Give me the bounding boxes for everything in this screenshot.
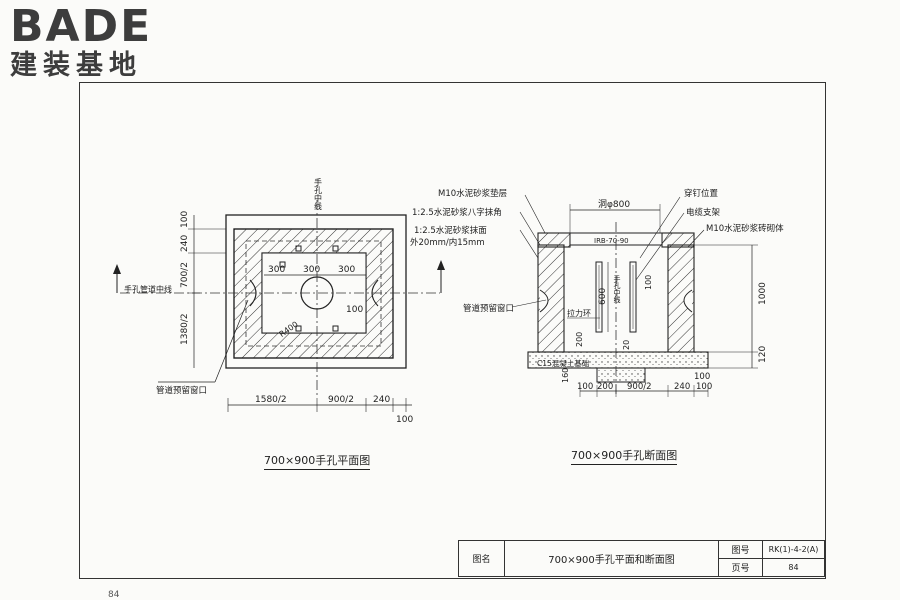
section-dim-160: 160 bbox=[561, 368, 570, 383]
section-caption: 700×900手孔断面图 bbox=[571, 447, 678, 465]
section-pull-ring-label: 拉力环 bbox=[567, 308, 591, 318]
section-dim-120: 120 bbox=[758, 346, 768, 363]
section-dim-20: 20 bbox=[622, 340, 631, 350]
logo-main-text: BADE bbox=[10, 1, 153, 52]
title-block: 图名 700×900手孔平面和断面图 图号 RK(1)-4-2(A) 页号 84 bbox=[458, 540, 825, 577]
plan-dim-bottom-240: 240 bbox=[373, 395, 390, 405]
plan-dim-left-1380: 1380/2 bbox=[180, 313, 190, 345]
plan-dim-bottom-900: 900/2 bbox=[328, 395, 354, 405]
plan-view: 手孔中线 手孔管道中线 R400 300 300 300 100 100 240… bbox=[113, 177, 445, 425]
plan-caption: 700×900手孔平面图 bbox=[264, 452, 371, 470]
section-plaster-thk-label: 外20mm/内15mm bbox=[410, 237, 485, 248]
title-block-name-label: 图名 bbox=[459, 541, 505, 577]
section-dim-200: 200 bbox=[575, 332, 584, 347]
logo: BADE 建装基地 bbox=[10, 4, 152, 82]
section-view: IRB-70-90 手孔中线 洞φ800 M10水泥砂浆垫层 1:2.5水泥砂浆… bbox=[410, 188, 784, 397]
section-octagon-label: 1:2.5水泥砂浆八字抹角 bbox=[412, 207, 502, 218]
plan-dim-top-3: 300 bbox=[338, 265, 355, 275]
plan-window-label: 管道预留窗口 bbox=[156, 385, 207, 396]
title-block-title: 700×900手孔平面和断面图 bbox=[505, 541, 719, 577]
title-block-drawing-no: RK(1)-4-2(A) bbox=[763, 541, 825, 559]
plan-base-outline bbox=[225, 214, 407, 369]
section-dim-1000: 1000 bbox=[758, 282, 768, 305]
section-dim-600: 600 bbox=[598, 288, 608, 305]
plan-pipe-centerline-label: 手孔管道中线 bbox=[124, 284, 172, 294]
section-dim-bottom-200: 200 bbox=[597, 382, 613, 392]
plan-dim-top-1: 300 bbox=[268, 265, 285, 275]
section-dim-bottom-100: 100 bbox=[577, 382, 593, 392]
plan-centerline-label: 手孔中线 bbox=[314, 177, 323, 210]
plan-dim-left-240: 240 bbox=[180, 235, 190, 252]
section-hole-label: 洞φ800 bbox=[598, 199, 630, 210]
plan-dim-top-2: 300 bbox=[303, 265, 320, 275]
section-dim-100a: 100 bbox=[644, 275, 653, 290]
plan-dim-right-100: 100 bbox=[346, 305, 363, 315]
section-bracket-label: 电缆支架 bbox=[686, 207, 721, 218]
plan-dim-bottom-1580: 1580/2 bbox=[255, 395, 287, 405]
section-center-label: 手孔中线 bbox=[613, 274, 621, 303]
section-dim-100b: 100 bbox=[694, 372, 710, 382]
section-bracket-left bbox=[595, 261, 603, 333]
section-nail-label: 穿钉位置 bbox=[684, 188, 719, 199]
section-dim-bottom-100b: 100 bbox=[696, 382, 712, 392]
section-dim-bottom-900: 900/2 bbox=[627, 382, 652, 392]
title-block-page-label: 页号 bbox=[719, 559, 763, 577]
section-bracket-right bbox=[629, 261, 637, 333]
drawing-frame bbox=[79, 82, 826, 579]
section-plaster-label: 1:2.5水泥砂浆抹面 bbox=[414, 225, 487, 236]
section-window-label: 管道预留窗口 bbox=[463, 303, 514, 314]
section-cover-label: IRB-70-90 bbox=[594, 237, 629, 245]
plan-dim-left-700: 700/2 bbox=[180, 262, 190, 288]
title-block-page-no: 84 bbox=[763, 559, 825, 577]
bottom-page-mark: 84 bbox=[108, 590, 120, 600]
title-block-no-label: 图号 bbox=[719, 541, 763, 559]
section-cushion-label: M10水泥砂浆垫层 bbox=[438, 188, 507, 199]
section-brick-label: M10水泥砂浆砖砌体 bbox=[706, 223, 784, 234]
logo-sub-text: 建装基地 bbox=[10, 50, 142, 81]
plan-dim-left-100: 100 bbox=[180, 211, 190, 228]
section-dim-bottom-240: 240 bbox=[674, 382, 690, 392]
plan-dim-bottom-100: 100 bbox=[396, 415, 413, 425]
section-base-label: C15混凝土基础 bbox=[537, 358, 589, 368]
